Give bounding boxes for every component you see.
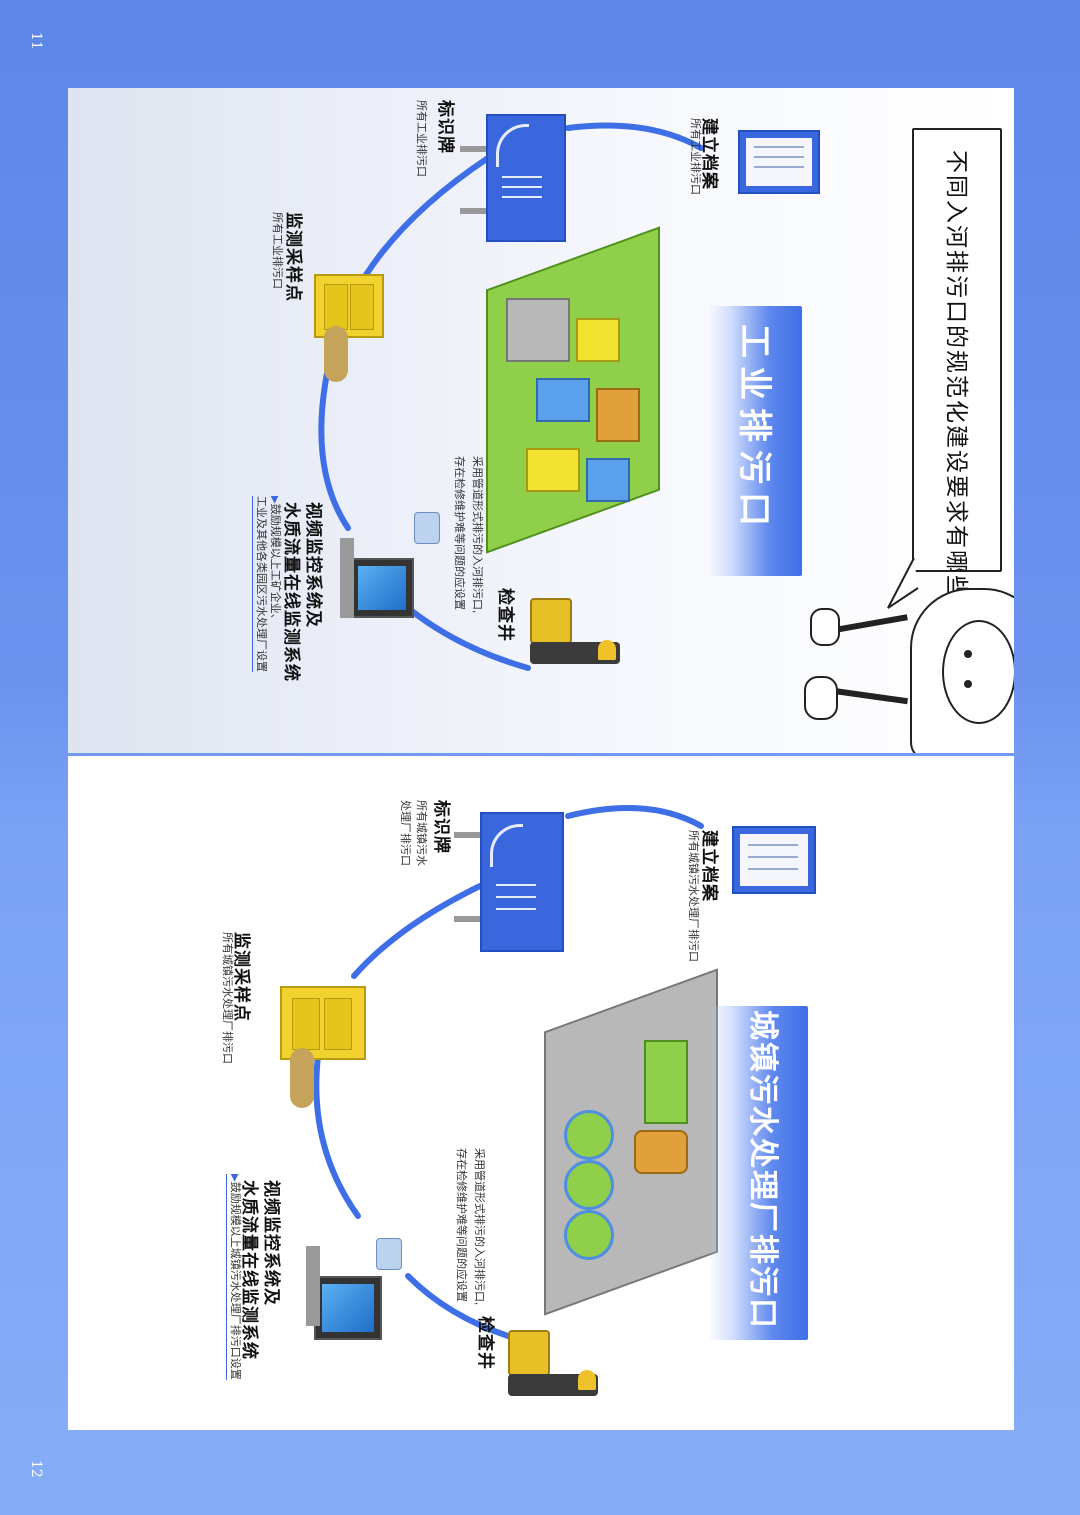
signboard-post — [460, 146, 486, 152]
sampler-icon — [324, 326, 348, 382]
municipal-banner: 城镇污水处理厂排污口 — [708, 1006, 808, 1340]
municipal-signboard-title: 标识牌 — [432, 800, 451, 854]
camera-icon — [414, 512, 440, 544]
camera-pole-icon — [340, 538, 354, 618]
municipal-inspection-title: 检查井 — [476, 1316, 495, 1370]
mascot-pipe-character — [910, 588, 1014, 753]
worker-icon — [530, 642, 620, 664]
monitor-screen-icon — [314, 1276, 382, 1340]
archive-icon — [738, 130, 820, 194]
camera-icon — [376, 1238, 402, 1270]
archive-icon — [732, 826, 816, 894]
signboard-icon — [486, 114, 566, 242]
industrial-banner: 工业排污口 — [708, 306, 802, 576]
municipal-sampling-sub: 所有城镇污水处理厂排污口 — [221, 932, 233, 1064]
municipal-note-2: 存在检修维护难等问题的应设置 — [455, 1148, 467, 1302]
question-bubble: 不同入河排污口的规范化建设要求有哪些? — [912, 128, 1002, 615]
sampling-cabinet-icon — [314, 274, 384, 338]
hardhat-icon — [598, 640, 616, 660]
municipal-archive-title: 建立档案 — [700, 830, 719, 902]
industrial-panel: 建立档案 所有工业排污口 标识牌 所有工业排污口 监测采样点 所有工业排污口 视… — [68, 88, 1014, 753]
inspection-well-icon — [508, 1330, 550, 1376]
municipal-archive-sub: 所有城镇污水处理厂排污口 — [687, 830, 699, 962]
industrial-flow-arcs — [318, 122, 704, 671]
treatment-plant-illustration — [524, 968, 734, 1316]
municipal-signboard-sub-1: 所有城镇污水 — [415, 800, 427, 866]
sampler-icon — [290, 1048, 314, 1108]
municipal-banner-text: 城镇污水处理厂排污口 — [746, 1010, 779, 1330]
signboard-icon — [480, 812, 564, 952]
signboard-post — [460, 208, 486, 214]
municipal-flow-arcs — [313, 805, 704, 1339]
municipal-note-1: 采用管道形式排污的入河排污口, — [473, 1148, 485, 1306]
municipal-panel: 建立档案 所有城镇污水处理厂排污口 标识牌 所有城镇污水 处理厂排污口 监测采样… — [68, 756, 1014, 1430]
municipal-monitoring-sub: ▶鼓励规模以上城镇污水处理厂排污口设置 — [226, 1174, 242, 1380]
signboard-post — [454, 916, 480, 922]
municipal-signboard-sub-2: 处理厂排污口 — [399, 800, 411, 866]
municipal-monitoring-title-2: 水质流量在线监测系统 — [240, 1180, 259, 1360]
mascot-shoe-icon — [810, 608, 840, 646]
sampling-cabinet-icon — [280, 986, 366, 1060]
worker-icon — [508, 1374, 598, 1396]
industrial-plant-illustration — [466, 226, 676, 554]
municipal-monitoring-title-1: 视频监控系统及 — [262, 1180, 281, 1306]
mascot-shoe-icon — [804, 676, 838, 720]
hardhat-icon — [578, 1370, 596, 1390]
signboard-post — [454, 832, 480, 838]
monitor-screen-icon — [350, 558, 414, 618]
bubble-tail — [887, 557, 919, 609]
camera-pole-icon — [306, 1246, 320, 1326]
